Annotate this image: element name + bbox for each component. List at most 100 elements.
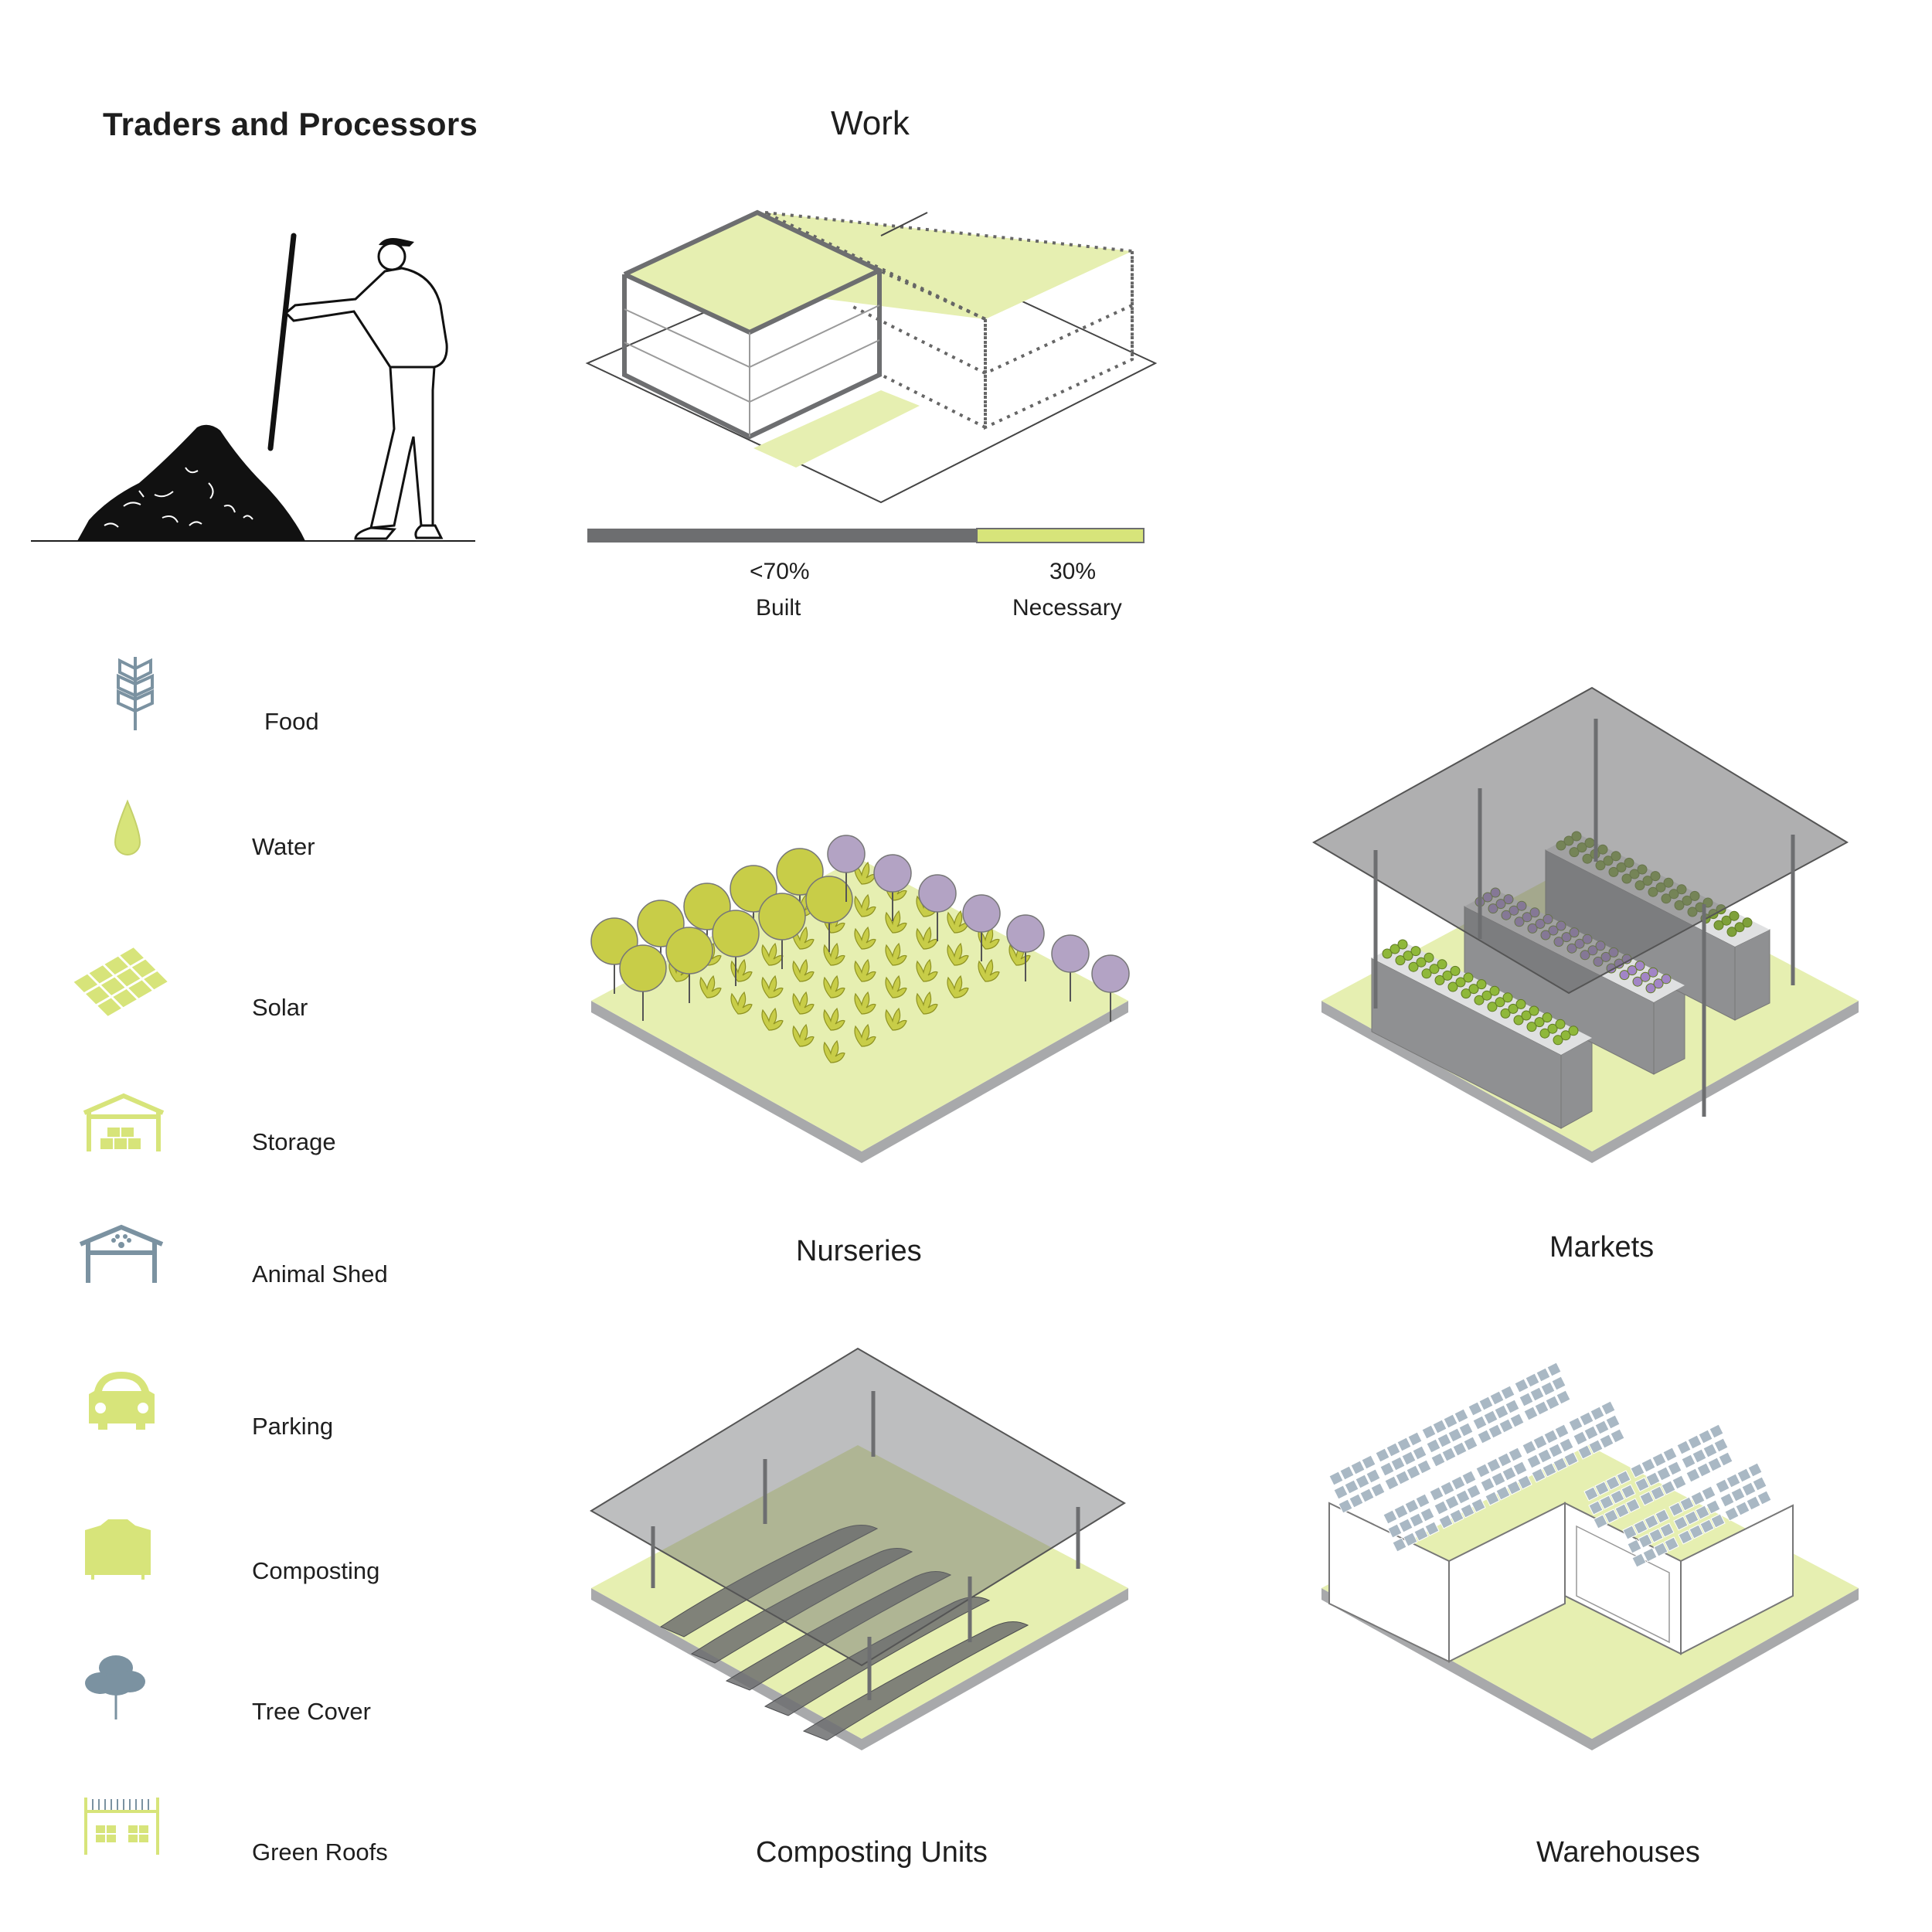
solar-array: [1328, 1454, 1386, 1514]
nurseries-title: Nurseries: [796, 1235, 922, 1267]
nursery-shrub: [885, 1007, 907, 1031]
nursery-shrub: [792, 958, 815, 982]
car-icon: [89, 1372, 155, 1430]
market-plant: [1560, 1030, 1571, 1041]
market-plant: [1627, 965, 1638, 976]
solar-array: [1622, 1509, 1679, 1568]
nursery-shrub: [854, 926, 876, 950]
storage-shed-icon: [83, 1093, 165, 1151]
market-plant: [1648, 967, 1658, 978]
market-plant: [1389, 944, 1400, 954]
nursery-shrub: [854, 1023, 876, 1047]
nursery-tree: [827, 835, 866, 902]
market-plant: [1526, 1022, 1537, 1032]
nursery-shrub: [916, 991, 938, 1015]
legend-label-parking: Parking: [252, 1413, 334, 1440]
market-plant: [1547, 1023, 1558, 1034]
market-plant: [1397, 939, 1408, 950]
nursery-tree: [805, 876, 853, 952]
legend-label-water: Water: [252, 833, 315, 860]
market-plant: [1634, 961, 1645, 971]
market-plant: [1447, 981, 1458, 992]
page-title: Traders and Processors: [103, 106, 478, 142]
market-plant: [1515, 998, 1526, 1009]
nursery-tree: [665, 927, 713, 1003]
market-plant: [1521, 1010, 1532, 1021]
market-plant: [1408, 961, 1419, 972]
animal-shed-icon: [79, 1224, 164, 1283]
nursery-shrub: [854, 958, 876, 982]
nursery-shrub: [885, 975, 907, 998]
market-plant: [1403, 951, 1413, 961]
nursery-shrub: [761, 1007, 784, 1031]
nursery-shrub: [792, 1023, 815, 1047]
market-plant: [1513, 1015, 1524, 1026]
nursery-tree: [1091, 954, 1130, 1022]
market-plant: [1410, 946, 1421, 957]
market-plant: [1542, 1012, 1553, 1023]
built-percentage: <70%: [750, 559, 810, 584]
market-plant: [1726, 927, 1737, 937]
market-plant: [1553, 1035, 1563, 1046]
nursery-shrub: [854, 893, 876, 917]
warehouses-illustration: [1321, 1362, 1859, 1750]
solar-array: [1715, 1462, 1772, 1522]
market-plant: [1395, 955, 1406, 966]
nursery-shrub: [916, 958, 938, 982]
nursery-shrub: [885, 910, 907, 934]
market-plant: [1481, 990, 1492, 1001]
market-plant: [1619, 970, 1630, 981]
work-isometric-diagram: [585, 209, 1158, 504]
compost-bin-icon: [85, 1519, 151, 1580]
market-plant: [1468, 984, 1479, 995]
solar-array: [1630, 1447, 1687, 1506]
solar-array: [1421, 1408, 1478, 1468]
legend-label-food: Food: [264, 708, 319, 735]
solar-array: [1668, 1485, 1726, 1545]
market-plant: [1645, 983, 1656, 994]
nursery-tree: [619, 944, 667, 1021]
market-plant: [1734, 922, 1745, 933]
solar-array: [1568, 1400, 1625, 1460]
market-plant: [1434, 975, 1445, 985]
market-plant: [1640, 971, 1651, 982]
solar-panel-icon: [71, 945, 170, 1019]
legend-label-tree-cover: Tree Cover: [252, 1698, 371, 1725]
solar-array: [1375, 1431, 1432, 1491]
market-plant: [1502, 992, 1513, 1003]
nursery-shrub: [761, 975, 784, 998]
nursery-shrub: [854, 991, 876, 1015]
market-plant: [1474, 995, 1485, 1005]
solar-array: [1522, 1423, 1579, 1483]
legend-label-composting: Composting: [252, 1557, 380, 1584]
market-plant: [1461, 988, 1471, 999]
markets-illustration: [1311, 686, 1859, 1163]
composting-units-illustration: [590, 1347, 1128, 1750]
solar-array: [1676, 1423, 1733, 1483]
market-plant: [1653, 978, 1664, 989]
wheat-icon: [117, 657, 154, 730]
market-plant: [1661, 974, 1672, 985]
nursery-shrub: [885, 942, 907, 966]
built-label: Built: [756, 595, 801, 621]
market-plant: [1421, 968, 1432, 979]
market-plant: [1632, 976, 1643, 987]
nursery-tree: [873, 854, 912, 921]
market-plant: [1450, 965, 1461, 976]
market-plant: [1437, 959, 1447, 970]
markets-title: Markets: [1549, 1231, 1655, 1264]
market-plant: [1729, 910, 1740, 921]
nursery-tree: [1006, 914, 1045, 981]
market-plant: [1508, 1003, 1519, 1014]
nursery-shrub: [823, 1007, 845, 1031]
market-plant: [1455, 977, 1466, 988]
market-plant: [1568, 1026, 1579, 1036]
solar-array: [1468, 1385, 1525, 1444]
water-drop-icon: [114, 799, 141, 855]
solar-array: [1583, 1470, 1641, 1529]
nursery-shrub: [730, 991, 753, 1015]
nursery-shrub: [947, 975, 969, 998]
market-plant: [1487, 1002, 1498, 1012]
necessary-label: Necessary: [1012, 595, 1122, 621]
nursery-tree: [962, 894, 1001, 961]
